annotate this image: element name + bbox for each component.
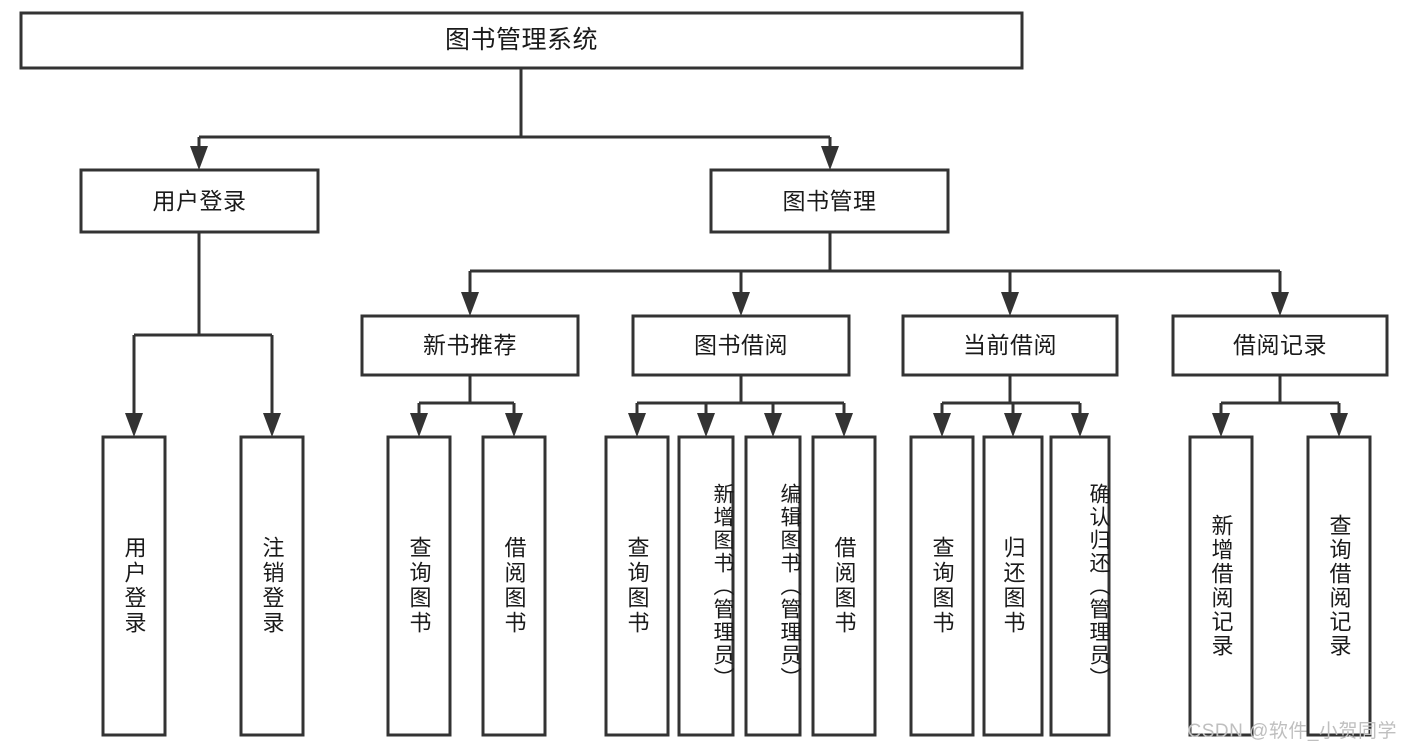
arrow-to-leaf-query-record (1330, 413, 1348, 437)
arrow-to-leaf-borrow-book-2 (835, 413, 853, 437)
arrow-to-book-manage (821, 146, 839, 170)
node-box-leaf-query-record[interactable] (1306, 435, 1372, 737)
arrow-to-leaf-user-login (125, 413, 143, 437)
node-box-leaf-edit-book[interactable] (744, 435, 802, 737)
node-box-leaf-return-book[interactable] (982, 435, 1044, 737)
arrow-to-current-borrow (1001, 292, 1019, 316)
node-box-leaf-add-record[interactable] (1188, 435, 1254, 737)
node-box-borrow-record[interactable] (1171, 314, 1389, 377)
node-box-leaf-borrow-book-1[interactable] (481, 435, 547, 737)
arrow-to-leaf-query-book-3 (933, 413, 951, 437)
node-box-leaf-user-login[interactable] (101, 435, 167, 737)
node-box-leaf-borrow-book-2[interactable] (811, 435, 877, 737)
arrow-to-user-login (190, 146, 208, 170)
arrow-to-leaf-add-record (1212, 413, 1230, 437)
edge-current-borrow-to-leaves (933, 375, 1089, 437)
edge-book-borrow-to-leaves (628, 375, 853, 437)
arrow-to-leaf-confirm-return (1071, 413, 1089, 437)
arrow-to-book-borrow (732, 292, 750, 316)
edge-book-manage-to-level2 (461, 232, 1289, 316)
node-box-book-borrow[interactable] (631, 314, 851, 377)
edge-user-login-to-leaves (125, 232, 281, 437)
arrow-to-leaf-add-book (697, 413, 715, 437)
arrow-to-leaf-edit-book (764, 413, 782, 437)
arrow-to-leaf-query-book-2 (628, 413, 646, 437)
edge-new-book-rec-to-leaves (410, 375, 523, 437)
node-box-user-login[interactable] (79, 168, 320, 234)
arrow-to-leaf-logout (263, 413, 281, 437)
arrow-to-leaf-return-book (1004, 413, 1022, 437)
node-box-leaf-query-book-1[interactable] (386, 435, 452, 737)
node-box-leaf-add-book[interactable] (677, 435, 735, 737)
node-box-leaf-query-book-3[interactable] (909, 435, 975, 737)
node-box-book-manage[interactable] (709, 168, 950, 234)
edge-borrow-record-to-leaves (1212, 375, 1348, 437)
arrow-to-borrow-record (1271, 292, 1289, 316)
node-box-leaf-confirm-return[interactable] (1049, 435, 1111, 737)
arrow-to-leaf-query-book-1 (410, 413, 428, 437)
node-box-leaf-query-book-2[interactable] (604, 435, 670, 737)
node-box-leaf-logout[interactable] (239, 435, 305, 737)
edge-root-to-level1 (190, 68, 839, 170)
node-box-current-borrow[interactable] (901, 314, 1119, 377)
node-box-root[interactable] (19, 11, 1024, 70)
arrow-to-leaf-borrow-book-1 (505, 413, 523, 437)
arrow-to-new-book-rec (461, 292, 479, 316)
node-box-new-book-rec[interactable] (360, 314, 580, 377)
